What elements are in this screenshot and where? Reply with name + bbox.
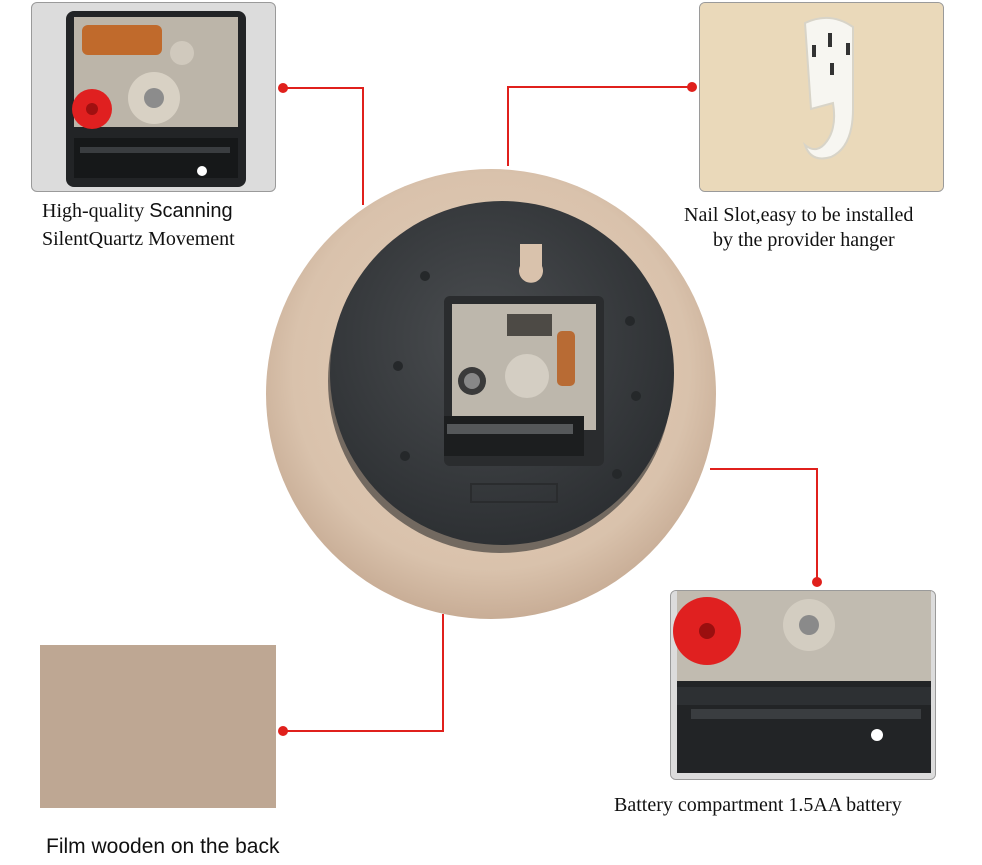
caption-scanning-word: Scanning [149,200,233,222]
movement-photo [66,11,246,187]
leader-dot-hanger [687,82,697,92]
caption-nail-line1: Nail Slot,easy to be installed [684,204,914,226]
caption-wooden: Film wooden on the back [46,835,280,858]
battery-photo-frame [670,590,936,780]
caption-movement-word: High-quality [42,200,145,222]
caption-movement-line2: SilentQuartz Movement [42,228,235,250]
wood-sample-photo [40,645,276,808]
clock-back-photo [266,169,716,619]
hanger-photo-frame [699,2,944,192]
caption-nail-line2: by the provider hanger [713,229,895,251]
caption-movement-line1: High-quality Scanning [42,197,342,226]
caption-battery: Battery compartment 1.5AA battery [614,794,902,816]
movement-photo-frame [31,2,276,192]
leader-dot-wooden [278,726,288,736]
leader-dot-battery [812,577,822,587]
hanger-photo [700,3,943,191]
battery-photo [671,591,935,779]
